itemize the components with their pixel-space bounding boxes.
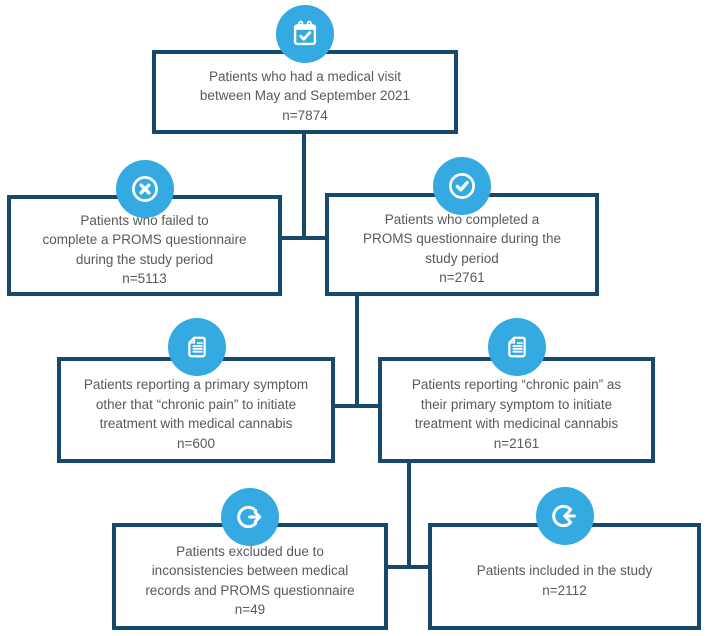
box-text-line: Patients who completed a (384, 211, 540, 227)
box-text-line: Patients excluded due to (176, 543, 324, 559)
box-text-line: study period (425, 250, 499, 266)
flow-box-medical-visit: Patients who had a medical visit between… (152, 50, 458, 134)
box-text-line: Patients included in the study (476, 563, 653, 578)
circle-x-icon (116, 160, 174, 218)
connector-row2-vertical (355, 294, 359, 408)
box-count: n=5113 (122, 271, 167, 286)
box-text-line: between May and September 2021 (199, 88, 411, 104)
box-text-line: treatment with medicinal cannabis (414, 416, 619, 431)
document-icon (488, 318, 546, 376)
box-text-line: Patients who had a medical visit (208, 68, 402, 84)
box-text-line: their primary symptom to initiate (420, 396, 613, 412)
document-icon (168, 318, 226, 376)
connector-row2-horizontal (280, 236, 327, 240)
box-count: n=2112 (542, 582, 587, 598)
sign-out-icon (221, 488, 279, 546)
box-text-line: Patients reporting a primary symptom (83, 377, 309, 392)
box-text-line: complete a PROMS questionnaire (42, 232, 247, 247)
connector-row4-horizontal (386, 565, 430, 569)
box-text-line: during the study period (75, 251, 214, 267)
box-count: n=2761 (439, 270, 485, 285)
box-text-line: records and PROMS questionnaire (145, 582, 355, 598)
connector-row3-horizontal (333, 404, 380, 408)
connector-row3-vertical (407, 461, 411, 569)
box-text-line: other that “chronic pain” to initiate (95, 396, 297, 412)
box-text-line: Patients who failed to (80, 212, 209, 228)
box-count: n=49 (234, 602, 266, 617)
circle-check-icon (433, 157, 491, 215)
calendar-check-icon (276, 5, 334, 63)
box-text-line: treatment with medical cannabis (99, 416, 293, 431)
box-count: n=2161 (493, 435, 540, 451)
box-text-line: Patients reporting “chronic pain” as (411, 377, 622, 392)
box-count: n=7874 (282, 107, 328, 123)
connector-top-vertical (302, 131, 306, 240)
box-text-line: inconsistencies between medical (151, 563, 349, 578)
box-count: n=600 (177, 435, 215, 451)
sign-in-icon (536, 487, 594, 545)
box-text-line: PROMS questionnaire during the (362, 231, 562, 246)
